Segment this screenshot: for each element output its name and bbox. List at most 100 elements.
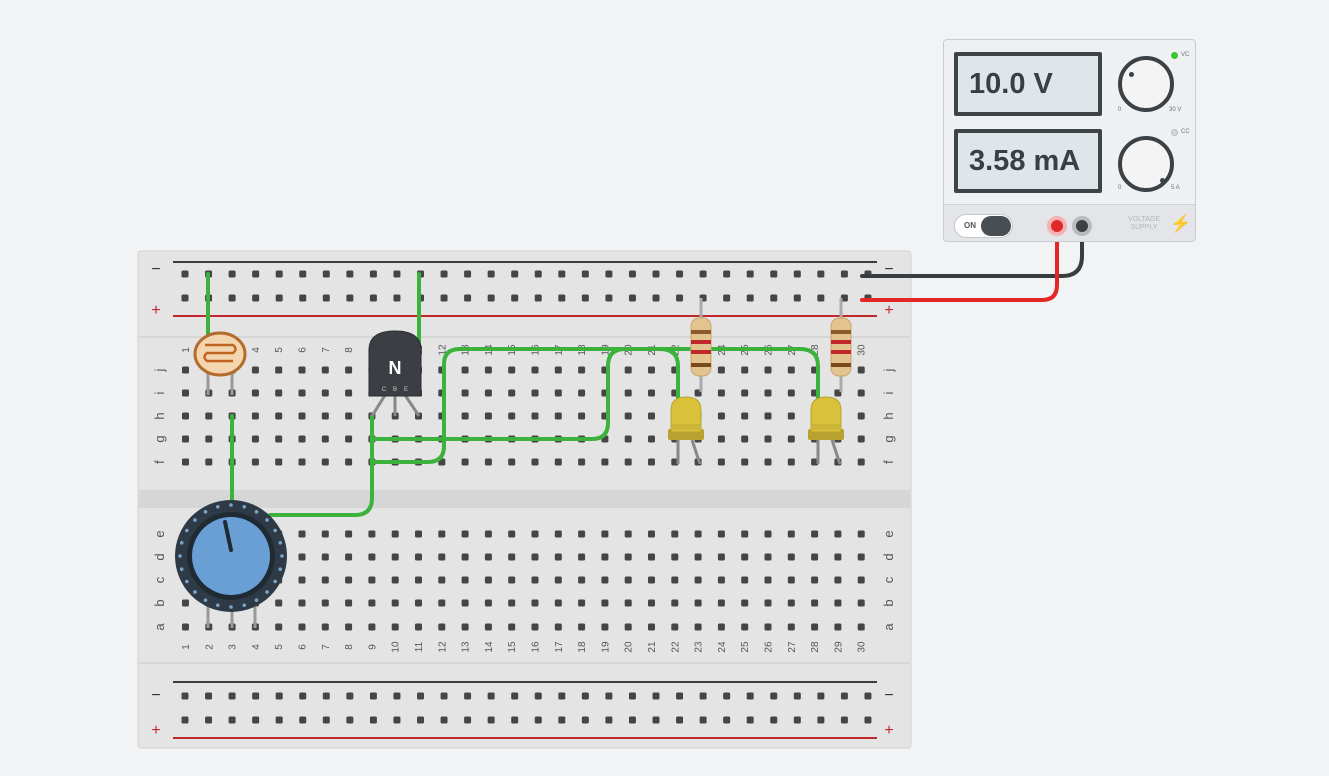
rail-hole[interactable] (793, 716, 801, 724)
rail-hole[interactable] (793, 692, 801, 700)
rail-hole[interactable] (817, 692, 825, 700)
hole-d11[interactable] (415, 553, 422, 561)
power-switch[interactable]: ON (954, 214, 1013, 238)
hole-e18[interactable] (578, 530, 586, 538)
rail-hole[interactable] (393, 294, 401, 302)
hole-c25[interactable] (741, 576, 749, 584)
hole-f27[interactable] (787, 458, 795, 466)
hole-b13[interactable] (461, 599, 469, 607)
hole-d9[interactable] (368, 553, 376, 561)
rail-hole[interactable] (793, 270, 801, 278)
hole-d13[interactable] (461, 553, 469, 561)
rail-hole[interactable] (840, 692, 848, 700)
hole-a20[interactable] (624, 623, 632, 631)
current-knob[interactable] (1118, 136, 1174, 192)
rail-hole[interactable] (205, 692, 213, 700)
hole-f8[interactable] (345, 458, 353, 466)
hole-b26[interactable] (764, 599, 772, 607)
hole-h15[interactable] (508, 412, 516, 420)
rail-hole[interactable] (275, 716, 283, 724)
hole-a10[interactable] (391, 623, 399, 631)
hole-i21[interactable] (648, 389, 655, 397)
wire-base-to-led1[interactable] (370, 347, 680, 441)
hole-g20[interactable] (624, 435, 632, 443)
hole-a7[interactable] (321, 623, 329, 631)
hole-h6[interactable] (298, 412, 306, 420)
rail-hole[interactable] (628, 294, 636, 302)
rail-hole[interactable] (299, 692, 307, 700)
rail-hole[interactable] (346, 692, 354, 700)
hole-h8[interactable] (345, 412, 353, 420)
hole-j1[interactable] (182, 366, 189, 374)
hole-i18[interactable] (578, 389, 586, 397)
hole-i17[interactable] (554, 389, 562, 397)
rail-hole[interactable] (628, 716, 636, 724)
hole-b5[interactable] (275, 599, 283, 607)
hole-f14[interactable] (484, 458, 492, 466)
rail-hole[interactable] (746, 692, 754, 700)
rail-hole[interactable] (558, 270, 566, 278)
rail-hole[interactable] (369, 294, 377, 302)
hole-f17[interactable] (554, 458, 562, 466)
rail-hole[interactable] (487, 270, 495, 278)
rail-hole[interactable] (628, 692, 636, 700)
rail-hole[interactable] (228, 716, 236, 724)
rail-hole[interactable] (723, 692, 731, 700)
hole-f1[interactable] (182, 458, 189, 466)
hole-f16[interactable] (531, 458, 539, 466)
rail-hole[interactable] (652, 294, 660, 302)
hole-b18[interactable] (578, 599, 586, 607)
hole-c7[interactable] (321, 576, 329, 584)
hole-e6[interactable] (298, 530, 306, 538)
hole-a18[interactable] (578, 623, 586, 631)
hole-a14[interactable] (484, 623, 492, 631)
rail-hole[interactable] (393, 270, 401, 278)
hole-c28[interactable] (811, 576, 819, 584)
hole-d18[interactable] (578, 553, 586, 561)
rail-hole[interactable] (228, 270, 236, 278)
wire-supply-negative[interactable] (860, 228, 1084, 278)
rail-hole[interactable] (464, 716, 472, 724)
hole-a30[interactable] (857, 623, 865, 631)
rail-hole[interactable] (181, 270, 189, 278)
hole-c24[interactable] (717, 576, 725, 584)
hole-j8[interactable] (345, 366, 353, 374)
hole-d30[interactable] (857, 553, 865, 561)
rail-hole[interactable] (534, 294, 542, 302)
hole-b12[interactable] (438, 599, 446, 607)
rail-hole[interactable] (346, 294, 354, 302)
resistor-1[interactable] (690, 317, 712, 377)
hole-f20[interactable] (624, 458, 632, 466)
hole-e12[interactable] (438, 530, 446, 538)
hole-e13[interactable] (461, 530, 469, 538)
hole-d28[interactable] (811, 553, 819, 561)
hole-b16[interactable] (531, 599, 539, 607)
hole-a19[interactable] (601, 623, 609, 631)
rail-hole[interactable] (181, 692, 189, 700)
rail-hole[interactable] (228, 692, 236, 700)
hole-e17[interactable] (554, 530, 562, 538)
rail-hole[interactable] (369, 716, 377, 724)
rail-hole[interactable] (652, 716, 660, 724)
rail-hole[interactable] (299, 716, 307, 724)
hole-d22[interactable] (671, 553, 679, 561)
hole-b17[interactable] (554, 599, 562, 607)
hole-f5[interactable] (275, 458, 283, 466)
hole-b19[interactable] (601, 599, 609, 607)
hole-f25[interactable] (741, 458, 749, 466)
hole-c16[interactable] (531, 576, 539, 584)
rail-hole[interactable] (699, 270, 707, 278)
rail-hole[interactable] (299, 270, 307, 278)
hole-j18[interactable] (578, 366, 586, 374)
hole-c27[interactable] (787, 576, 795, 584)
hole-f28[interactable] (811, 458, 819, 466)
hole-e15[interactable] (508, 530, 516, 538)
hole-j14[interactable] (484, 366, 492, 374)
rail-hole[interactable] (746, 716, 754, 724)
hole-e14[interactable] (484, 530, 492, 538)
rail-hole[interactable] (275, 692, 283, 700)
hole-g4[interactable] (251, 435, 259, 443)
hole-c19[interactable] (601, 576, 609, 584)
hole-i13[interactable] (461, 389, 469, 397)
rail-hole[interactable] (534, 270, 542, 278)
